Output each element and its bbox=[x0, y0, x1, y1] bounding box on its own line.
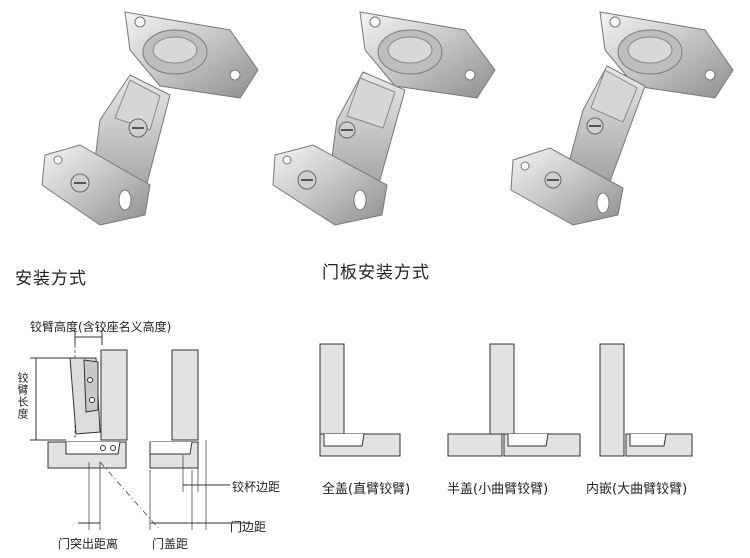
full-overlay-caption: 全盖(直臂铰臂) bbox=[322, 482, 411, 497]
cup-edge-label: 铰杯边距 bbox=[232, 480, 281, 494]
full-overlay-diagram bbox=[319, 343, 401, 457]
door-install-method-heading: 门板安装方式 bbox=[322, 263, 430, 283]
hinge-photo-2 bbox=[265, 0, 505, 235]
inset-diagram bbox=[599, 343, 693, 457]
door-edge-label: 门边距 bbox=[230, 520, 267, 534]
door-overlay-label: 门盖距 bbox=[152, 537, 189, 551]
arm-length-label: 铰臂长度 bbox=[16, 372, 29, 420]
half-overlay-diagram bbox=[447, 343, 581, 457]
arm-height-label: 铰臂高度(含铰座名义高度) bbox=[30, 320, 172, 334]
installation-dimension-diagram bbox=[30, 330, 250, 531]
inset-caption: 内嵌(大曲臂铰臂) bbox=[586, 482, 688, 497]
half-overlay-caption: 半盖(小曲臂铰臂) bbox=[447, 482, 549, 497]
door-protrusion-label: 门突出距离 bbox=[58, 537, 119, 551]
hinge-photo-1 bbox=[30, 0, 265, 235]
install-method-heading: 安装方式 bbox=[15, 269, 87, 289]
hinge-photo-3 bbox=[505, 0, 745, 235]
